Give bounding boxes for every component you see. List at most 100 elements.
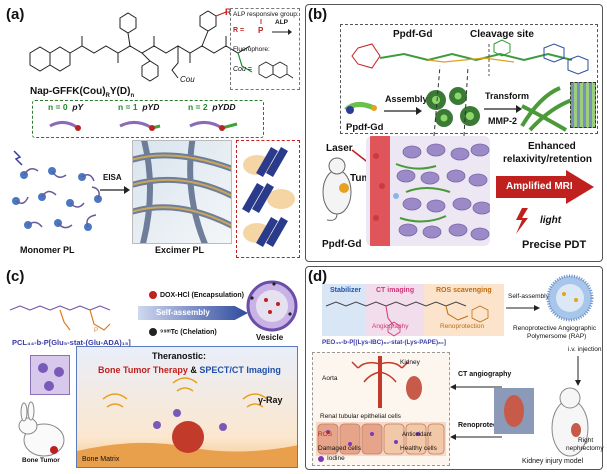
renoprotection-label: Renoprotection xyxy=(440,323,485,330)
renal-label: Renal tubular epithelial cells xyxy=(320,413,401,420)
compound-name: Nap-GFFK(Cou)RY(D)n xyxy=(30,86,135,100)
ct-imaging-label: CT imaging xyxy=(376,287,415,294)
pcl-polymer-structure: P xyxy=(9,305,111,334)
eisa-arrow xyxy=(100,186,130,194)
enhanced-label-2: relaxivity/retention xyxy=(503,154,592,165)
assembly-arrow xyxy=(384,107,422,115)
rap-label-1: Renoprotective Angiographic xyxy=(513,325,597,332)
stabilizer-label: Stabilizer xyxy=(330,287,362,294)
fluorophore-title: Fluorophore: xyxy=(233,46,270,53)
bone-tumor-label: Bone Tumor xyxy=(22,457,60,464)
excimer-image xyxy=(132,140,232,244)
monomer-label: Monomer PL xyxy=(20,245,75,255)
kidney-scan xyxy=(494,388,534,434)
panel-b xyxy=(305,4,603,262)
nanofibers xyxy=(520,86,573,132)
damaged-label: Damaged cells xyxy=(318,445,361,452)
theranostic-title: Theranostic: xyxy=(152,351,207,361)
ppdf-structure-box xyxy=(340,24,598,134)
variant-pYDD: n = 2 pYDD xyxy=(188,102,236,112)
self-assembly-label: Self-assembly xyxy=(156,308,210,317)
ct-angio-arrow xyxy=(450,384,502,390)
amplified-arrow xyxy=(496,170,594,204)
tc-label: ⁹⁹ᵐTc (Chelation) xyxy=(160,329,217,336)
nanoparticles xyxy=(426,87,480,127)
aorta-kidney-graphic xyxy=(351,356,422,408)
theranostic-subtitle: Bone Tumor Therapy & SPECT/CT Imaging xyxy=(98,365,281,375)
rap-polymersome xyxy=(546,274,594,322)
self-assembly-d-arrow xyxy=(506,305,540,311)
ppdf-bottom-label: Ppdf-Gd xyxy=(322,239,362,250)
self-assembly-d-label: Self-assembly xyxy=(508,293,549,300)
rap-label-2: Polymersome (RAP) xyxy=(527,333,587,340)
ppdf-top-label: Ppdf-Gd xyxy=(393,29,433,40)
aorta-label: Aorta xyxy=(322,375,338,382)
cou-side-label: Cou xyxy=(180,75,195,84)
ppdf-monomer xyxy=(344,102,377,114)
renoprotection-arrow xyxy=(450,434,502,440)
alp-title: ALP responsive group: xyxy=(233,11,299,18)
variant-molecules xyxy=(49,121,238,131)
vesicle-graphic xyxy=(246,280,298,332)
excimer-zoom xyxy=(236,140,300,258)
light-bolt xyxy=(516,208,528,234)
r-group-label: R xyxy=(225,7,232,17)
iv-label: i.v. injection xyxy=(568,346,602,353)
cleavage-label: Cleavage site xyxy=(470,29,534,40)
peo-structure xyxy=(325,301,489,337)
vesicle-inset xyxy=(30,355,70,395)
phosphate-group: P xyxy=(258,19,264,35)
antioxidant-label: Antioxidant xyxy=(402,432,432,438)
alp-arrow-label: ALP xyxy=(275,19,288,26)
tumor-tissue xyxy=(366,136,490,246)
iodine-label: Iodine xyxy=(327,455,345,462)
panel-label-c: (c) xyxy=(6,268,25,285)
variants-box xyxy=(32,100,264,138)
enhanced-label-1: Enhanced xyxy=(528,141,576,152)
right-label-2: nephrectomy xyxy=(566,445,604,452)
ppdf-chain xyxy=(351,39,589,76)
self-assembly-arrow xyxy=(138,306,248,320)
dox-label: DOX-HCl (Encapsulation) xyxy=(160,292,245,299)
excimer-label: Excimer PL xyxy=(155,245,205,255)
transform-arrow xyxy=(484,105,522,113)
cou-label: Cou = xyxy=(233,66,252,73)
angiography-label: Angiography xyxy=(372,323,409,330)
panel-label-b: (b) xyxy=(308,6,328,23)
pdt-label: Precise PDT xyxy=(522,239,587,251)
renal-cells xyxy=(316,422,446,456)
zoom-dashes xyxy=(433,65,469,137)
peo-polymer-label: PEO₄₅-b-P[(Lys-IBC)₈₀-stat-(Lys-PAPE)₈₀] xyxy=(322,339,446,346)
tc-dot xyxy=(149,328,157,336)
right-label-1: Right xyxy=(578,437,594,444)
vesicle-label: Vesicle xyxy=(256,333,284,342)
dox-dot xyxy=(149,291,157,299)
iv-arrow xyxy=(575,356,581,386)
ct-band xyxy=(366,284,424,336)
mouse-d-icon xyxy=(551,387,589,457)
r-equals: R = xyxy=(233,27,245,34)
ct-angio-label: CT angiography xyxy=(458,371,512,378)
light-label: light xyxy=(540,215,562,226)
alp-legend-box xyxy=(230,8,300,90)
amplified-label: Amplified MRI xyxy=(506,181,573,192)
panel-d xyxy=(305,266,603,470)
monomer-cluster xyxy=(12,150,102,231)
transform-label: Transform xyxy=(485,91,530,101)
gamma-label: γ-Ray xyxy=(258,395,283,405)
tumor-label: Tumor xyxy=(350,174,380,184)
ppdf-left-label: Ppdf-Gd xyxy=(346,122,384,133)
stabilizer-band xyxy=(322,284,366,336)
panel-label-d: (d) xyxy=(308,268,328,285)
theranostic-box xyxy=(76,346,298,468)
laser-label: Laser xyxy=(326,143,353,154)
peptide-structure xyxy=(29,10,253,82)
ros-scavenging-label: ROS scavenging xyxy=(436,287,492,294)
svg-text:P: P xyxy=(94,328,98,334)
ros-band xyxy=(424,284,504,336)
svg-text:P: P xyxy=(258,26,264,35)
pcl-polymer-label: PCL₄₄-b-P[Glu₅-stat-(Glu-ADA)₁₅] xyxy=(12,338,131,347)
mmp-label: MMP-2 xyxy=(488,116,517,126)
renoprotection-d-label: Renoprotection xyxy=(458,422,510,429)
kidney-model-label: Kidney injury model xyxy=(522,458,584,465)
